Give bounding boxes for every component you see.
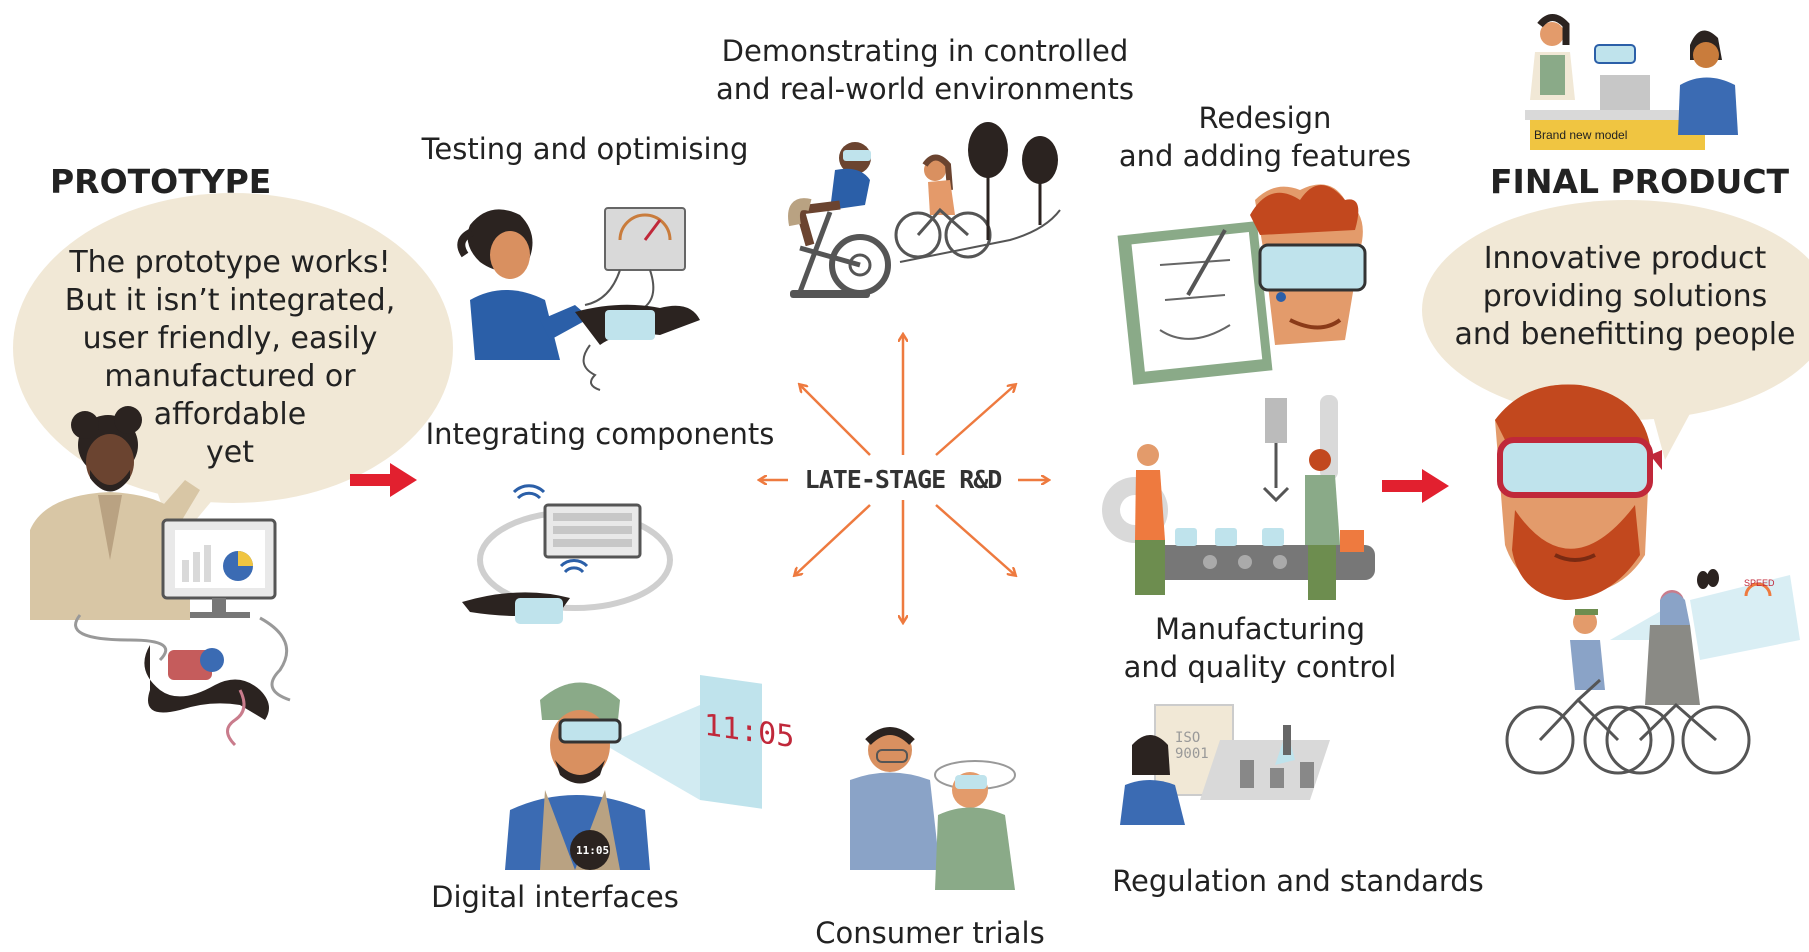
- redesign-label: Redesign and adding features: [1110, 99, 1420, 175]
- final-product-man-illustration: [1495, 384, 1662, 600]
- prototype-bubble-line: yet: [206, 435, 254, 470]
- demonstrating-label: Demonstrating in controlled and real-wor…: [695, 32, 1155, 108]
- watch-time: 11:05: [576, 844, 610, 857]
- late-stage-starburst: [760, 335, 1048, 622]
- iso-sign-line: ISO: [1175, 730, 1201, 746]
- cyclists-illustration: [1505, 569, 1800, 775]
- prototype-title: PROTOTYPE: [50, 162, 272, 201]
- redesign-label-line: Redesign: [1198, 101, 1332, 135]
- manufacturing-illustration: [1102, 395, 1375, 600]
- demonstrating-illustration: [788, 122, 1061, 298]
- integrating-label: Integrating components: [425, 417, 775, 451]
- prototype-bubble-line: The prototype works!: [69, 245, 391, 280]
- testing-label: Testing and optimising: [421, 132, 749, 166]
- prototype-monitor: [74, 518, 291, 747]
- final-product-bubble-line: providing solutions: [1482, 279, 1768, 314]
- prototype-bubble-line: affordable: [153, 397, 307, 432]
- prototype-bubble-line: user friendly, easily: [82, 321, 378, 356]
- redesign-illustration: [1117, 184, 1367, 385]
- shop-scene-illustration: [1525, 14, 1738, 150]
- digital-interfaces-label: Digital interfaces: [431, 880, 679, 914]
- final-product-bubble-text: Innovative product providing solutions a…: [1430, 240, 1809, 354]
- manufacturing-label-line: Manufacturing: [1155, 612, 1365, 646]
- final-product-speech-bubble: [1422, 200, 1809, 460]
- integrating-illustration: [462, 484, 673, 624]
- consumer-trials-illustration: [850, 727, 1016, 890]
- prototype-bubble-text: The prototype works! But it isn’t integr…: [40, 244, 420, 472]
- late-stage-rd-label: LATE-STAGE R&D: [804, 465, 1003, 494]
- digital-interfaces-illustration: [505, 675, 762, 870]
- manufacturing-label: Manufacturing and quality control: [1110, 610, 1410, 686]
- speed-label: SPEED: [1744, 578, 1775, 588]
- shop-badge-text: Brand new model: [1534, 128, 1628, 142]
- prototype-bubble-line: manufactured or: [104, 359, 356, 394]
- regulation-label: Regulation and standards: [1112, 864, 1484, 898]
- iso-sign-line: 9001: [1175, 746, 1209, 762]
- demonstrating-label-line: Demonstrating in controlled: [721, 34, 1129, 68]
- prototype-to-rd-arrow: [350, 463, 417, 497]
- consumer-trials-label: Consumer trials: [815, 916, 1045, 950]
- redesign-label-line: and adding features: [1118, 139, 1412, 173]
- iso-sign: ISO 9001: [1175, 730, 1209, 762]
- rd-to-final-arrow: [1382, 469, 1449, 503]
- final-product-title: FINAL PRODUCT: [1490, 162, 1790, 201]
- final-product-bubble-line: Innovative product: [1483, 241, 1767, 276]
- testing-illustration: [457, 207, 700, 391]
- prototype-bubble-line: But it isn’t integrated,: [64, 283, 396, 318]
- manufacturing-label-line: and quality control: [1123, 650, 1397, 684]
- regulation-illustration: [1120, 704, 1330, 825]
- demonstrating-label-line: and real-world environments: [715, 72, 1135, 106]
- final-product-bubble-line: and benefitting people: [1454, 317, 1796, 352]
